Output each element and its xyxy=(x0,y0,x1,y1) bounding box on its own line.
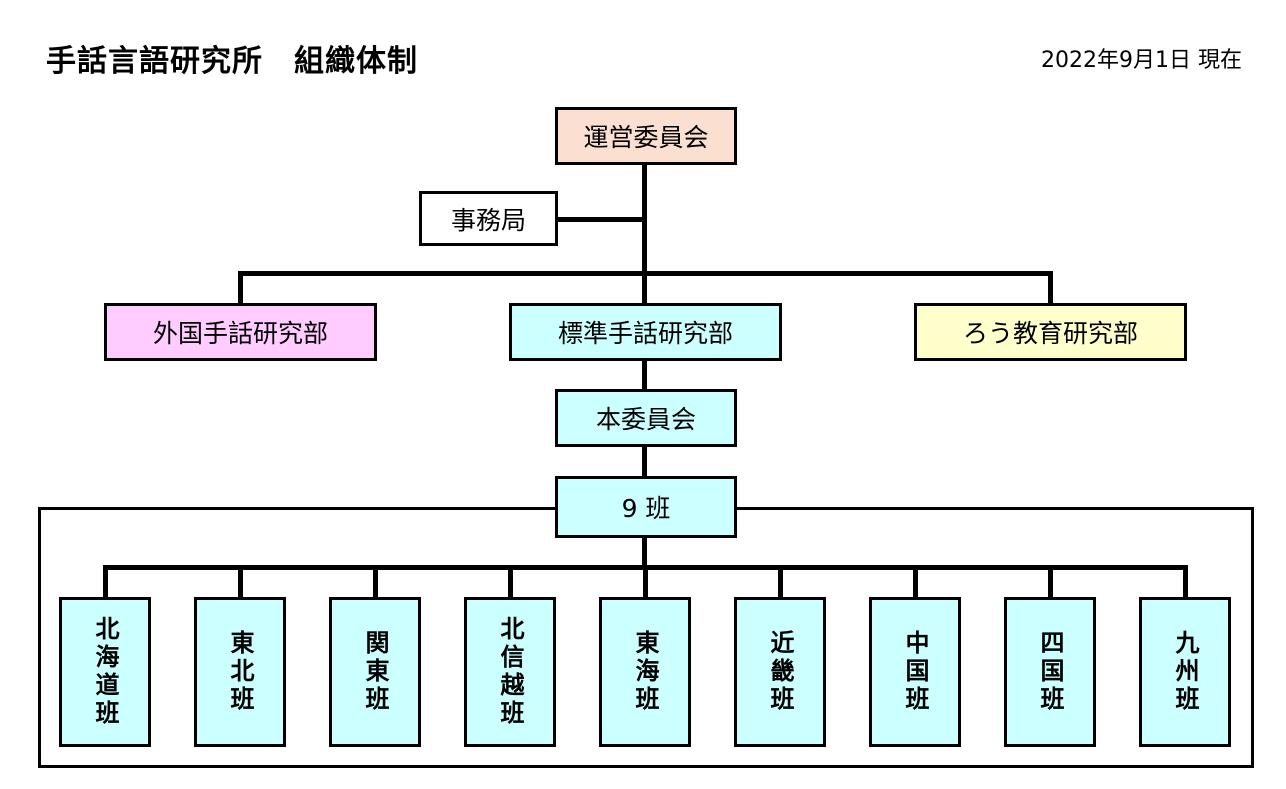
connector-group-drop xyxy=(643,567,648,599)
connector-committee-groups xyxy=(642,445,647,478)
deaf-education-dept-box: ろう教育研究部 xyxy=(914,303,1187,361)
connector-foreign xyxy=(238,271,243,305)
regional-group-box: 近畿班 xyxy=(734,597,826,747)
regional-group-label: 関東班 xyxy=(361,630,389,714)
connector-group-drop xyxy=(508,567,513,599)
regional-group-box: 北海道班 xyxy=(59,597,151,747)
regional-group-label: 中国班 xyxy=(901,630,929,714)
regional-group-label: 近畿班 xyxy=(766,630,794,714)
standard-sign-language-dept-box: 標準手話研究部 xyxy=(509,303,782,361)
regional-group-label: 東海班 xyxy=(631,630,659,714)
regional-group-box: 北信越班 xyxy=(464,597,556,747)
connector-steering-trunk xyxy=(642,164,647,276)
as-of-date: 2022年9月1日 現在 xyxy=(1041,48,1242,73)
regional-group-label: 九州班 xyxy=(1171,630,1199,714)
regional-group-box: 九州班 xyxy=(1139,597,1231,747)
nine-groups-box: 9 班 xyxy=(555,476,737,538)
regional-group-label: 東北班 xyxy=(226,630,254,714)
main-committee-box: 本委員会 xyxy=(555,389,737,447)
connector-standard xyxy=(642,271,647,305)
connector-group-drop xyxy=(238,567,243,599)
regional-group-box: 東北班 xyxy=(194,597,286,747)
secretariat-box: 事務局 xyxy=(419,191,558,246)
connector-group-drop xyxy=(1183,567,1188,599)
connector-deaf-edu xyxy=(1048,271,1053,305)
regional-group-box: 東海班 xyxy=(599,597,691,747)
connector-group-drop xyxy=(373,567,378,599)
steering-committee-box: 運営委員会 xyxy=(555,107,737,165)
regional-group-label: 北海道班 xyxy=(91,616,119,728)
connector-group-drop xyxy=(1048,567,1053,599)
regional-group-label: 四国班 xyxy=(1036,630,1064,714)
foreign-sign-language-dept-box: 外国手話研究部 xyxy=(104,303,377,361)
regional-group-box: 四国班 xyxy=(1004,597,1096,747)
connector-group-drop xyxy=(103,567,108,599)
connector-groups-trunk xyxy=(642,536,647,569)
regional-group-label: 北信越班 xyxy=(496,616,524,728)
connector-secretariat xyxy=(556,217,644,222)
page-title: 手話言語研究所 組織体制 xyxy=(46,44,418,79)
connector-group-drop xyxy=(913,567,918,599)
connector-group-drop xyxy=(778,567,783,599)
regional-group-box: 関東班 xyxy=(329,597,421,747)
connector-standard-committee xyxy=(642,359,647,391)
regional-group-box: 中国班 xyxy=(869,597,961,747)
